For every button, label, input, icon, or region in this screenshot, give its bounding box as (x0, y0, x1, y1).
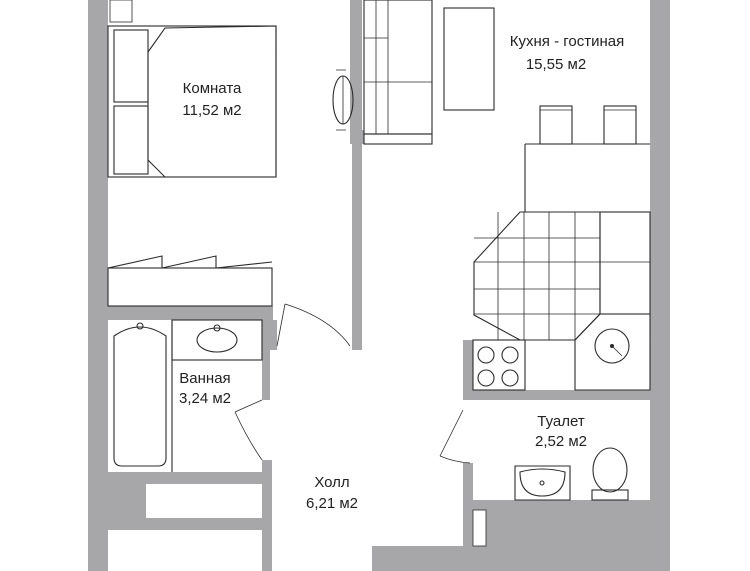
room-label-bathroom: Ванная 3,24 м2 (179, 370, 231, 407)
bathtub (113, 322, 167, 467)
room-area: 11,52 м2 (182, 102, 241, 119)
walls (88, 0, 670, 571)
toilet-area: 2,52 м2 (535, 433, 587, 450)
room-label-room: Комната 11,52 м2 (182, 80, 242, 119)
kitchen-area: 15,55 м2 (526, 56, 586, 73)
toilet-name: Туалет (537, 413, 585, 430)
chair-left (539, 105, 573, 145)
chair-right (603, 105, 637, 145)
kitchen-sink (594, 328, 630, 364)
wardrobe (107, 255, 273, 307)
stove (472, 339, 526, 391)
bathroom-partition (171, 319, 263, 472)
toilet-sink (514, 465, 571, 501)
sofa (363, 0, 433, 145)
bedroom-door (276, 303, 351, 347)
bathroom-sink (196, 324, 238, 353)
bed (107, 25, 277, 178)
toilet-bowl (591, 447, 629, 501)
room-label-kitchen: Кухня - гостиная 15,55 м2 (510, 33, 624, 73)
kitchen-counter (473, 143, 651, 391)
room-name: Комната (183, 80, 242, 97)
room-label-hall: Холл 6,21 м2 (306, 474, 358, 512)
dining-table (443, 7, 495, 111)
room-label-toilet: Туалет 2,52 м2 (535, 413, 587, 450)
bathroom-door (234, 399, 263, 461)
toilet-door (439, 409, 471, 464)
kitchen-name: Кухня - гостиная (510, 33, 624, 50)
floor-lamp (332, 69, 354, 131)
bathroom-name: Ванная (179, 370, 230, 387)
hall-area: 6,21 м2 (306, 495, 358, 512)
hall-name: Холл (314, 474, 349, 491)
bathroom-area: 3,24 м2 (179, 390, 231, 407)
